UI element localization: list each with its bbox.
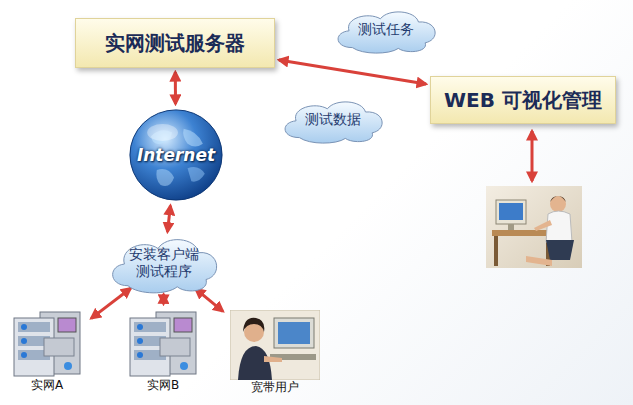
cloud-node: 测试数据: [277, 96, 389, 144]
node-label: Internet: [137, 145, 215, 165]
device-label: 实网B: [122, 378, 204, 392]
cloud-node: 测试任务: [330, 6, 442, 54]
node-label: 测试任务: [346, 21, 426, 39]
network-device: 实网A: [6, 308, 88, 396]
process-box: 实网测试服务器: [75, 18, 275, 68]
network-device: 宽带用户: [226, 310, 324, 398]
device-label: 宽带用户: [226, 380, 324, 394]
server-icon: [126, 308, 200, 378]
device-label: 实网A: [6, 378, 88, 392]
node-label: WEB 可视化管理: [444, 87, 602, 114]
connector-arrow: [162, 294, 165, 304]
broadband-user-photo: [230, 310, 320, 380]
node-label: 安装客户端 测试程序: [126, 246, 202, 281]
connector-arrow: [91, 288, 131, 318]
process-box: WEB 可视化管理: [430, 76, 616, 124]
operator-photo: [486, 186, 582, 268]
node-label: 实网测试服务器: [105, 30, 245, 57]
connector-arrow: [279, 60, 426, 84]
connector-arrow: [168, 206, 171, 232]
cloud-node: 安装客户端 测试程序: [104, 232, 224, 294]
network-device: 实网B: [122, 308, 204, 396]
internet-globe: Internet: [128, 108, 224, 202]
server-icon: [10, 308, 84, 378]
connector-arrow: [196, 289, 223, 311]
node-label: 测试数据: [293, 111, 373, 129]
connector-arrow: [174, 72, 177, 104]
